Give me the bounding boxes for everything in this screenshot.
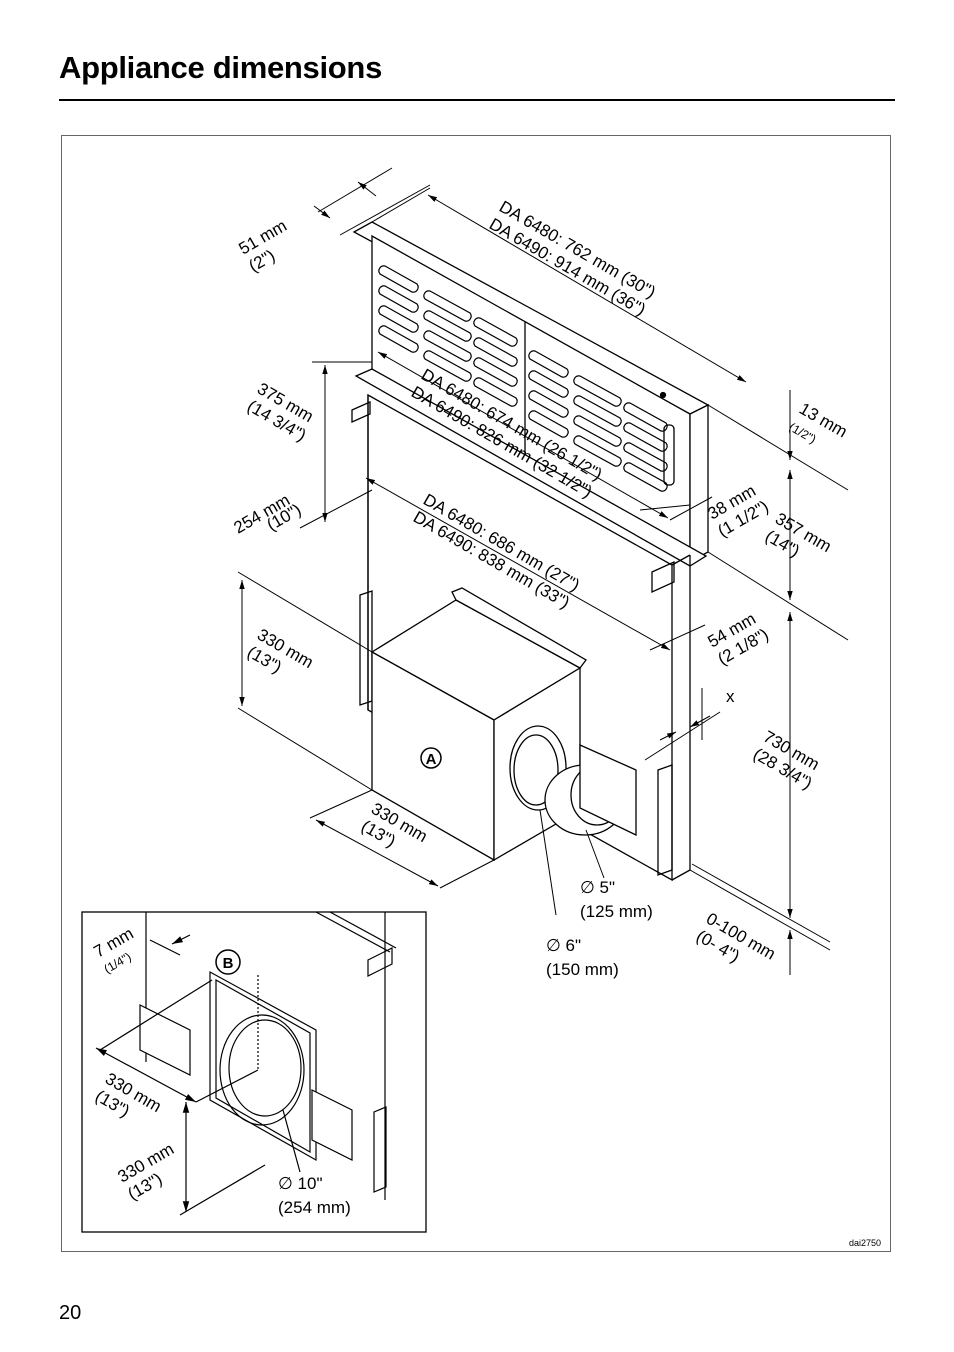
label-dia-5in: ∅ 5" <box>580 878 615 897</box>
page-title: Appliance dimensions <box>59 50 383 85</box>
page-number: 20 <box>59 1302 82 1324</box>
figure-frame <box>61 135 891 1252</box>
callout-a: A <box>420 747 442 769</box>
label-x: x <box>726 687 735 706</box>
title-rule <box>59 99 895 101</box>
inset-label-dia-10in: ∅ 10" <box>278 1174 322 1193</box>
label-dia-150mm: (150 mm) <box>546 960 619 979</box>
svg-text:B: B <box>223 955 234 972</box>
callout-b: B <box>215 949 241 975</box>
label-dia-6in: ∅ 6" <box>546 936 581 955</box>
inset-label-dia-254mm: (254 mm) <box>278 1198 351 1217</box>
svg-text:A: A <box>426 751 437 768</box>
figure-code: dai2750 <box>849 1238 881 1248</box>
inset-b: 7 mm (1/4") 330 mm (13") 330 mm (13") ∅ … <box>81 911 427 1233</box>
label-dia-125mm: (125 mm) <box>580 902 653 921</box>
dimension-lines <box>237 167 849 975</box>
